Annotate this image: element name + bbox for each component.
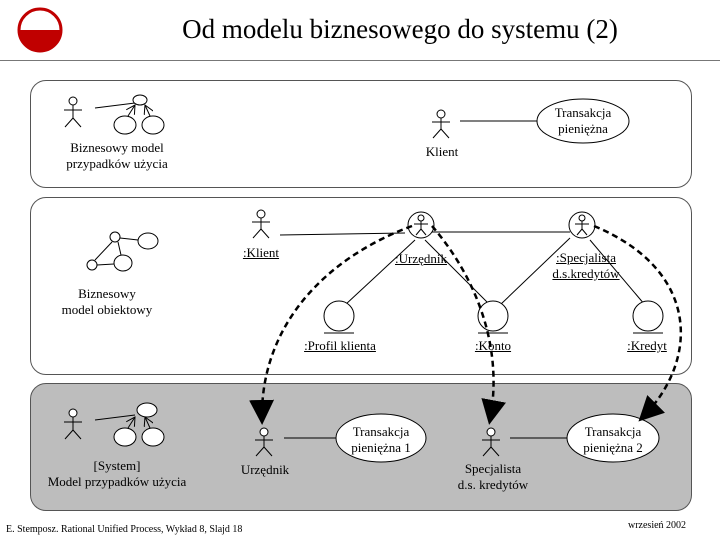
actor-urzednik-object-icon: [407, 211, 435, 239]
mini-object-diagram-icon: [86, 231, 159, 272]
actor-klient-icon: [432, 109, 450, 139]
actor-urzednik-icon: [255, 427, 273, 457]
actor-specjalista-object-icon: [568, 211, 596, 239]
footer-source: E. Stemposz. Rational Unified Process, W…: [6, 524, 243, 535]
object-klient-label: :Klient: [242, 245, 280, 260]
usecase-transakcja2-ellipse: [566, 413, 660, 463]
mini-usecase-diagram-icon: [64, 94, 165, 135]
mini-system-usecase-icon: [64, 402, 165, 447]
system-model-label: [System]Model przypadków użycia: [47, 458, 187, 489]
object-konto-label: :Konto: [474, 338, 512, 353]
usecase-transakcja-ellipse: [536, 98, 630, 144]
title-divider: [0, 60, 720, 61]
actor-specjalista-icon: [482, 427, 500, 457]
entity-kredyt-icon: [632, 300, 664, 334]
trace-arrows: [249, 224, 683, 425]
usecase-transakcja1-ellipse: [335, 413, 427, 463]
footer-date: wrzesień 2002: [628, 520, 687, 531]
logo-icon: [17, 7, 63, 53]
actor-urzednik-label: Urzędnik: [240, 462, 290, 477]
actor-klient-label: Klient: [425, 144, 459, 159]
object-kredyt-label: :Kredyt: [627, 338, 667, 353]
object-associations: [279, 231, 646, 306]
actor-klient-object-icon: [252, 209, 270, 239]
slide-title: Od modelu biznesowego do systemu (2): [182, 14, 618, 44]
object-urzednik-label: :Urzędnik: [395, 251, 447, 266]
entity-profil-icon: [323, 300, 355, 334]
object-profil-label: :Profil klienta: [304, 338, 376, 353]
